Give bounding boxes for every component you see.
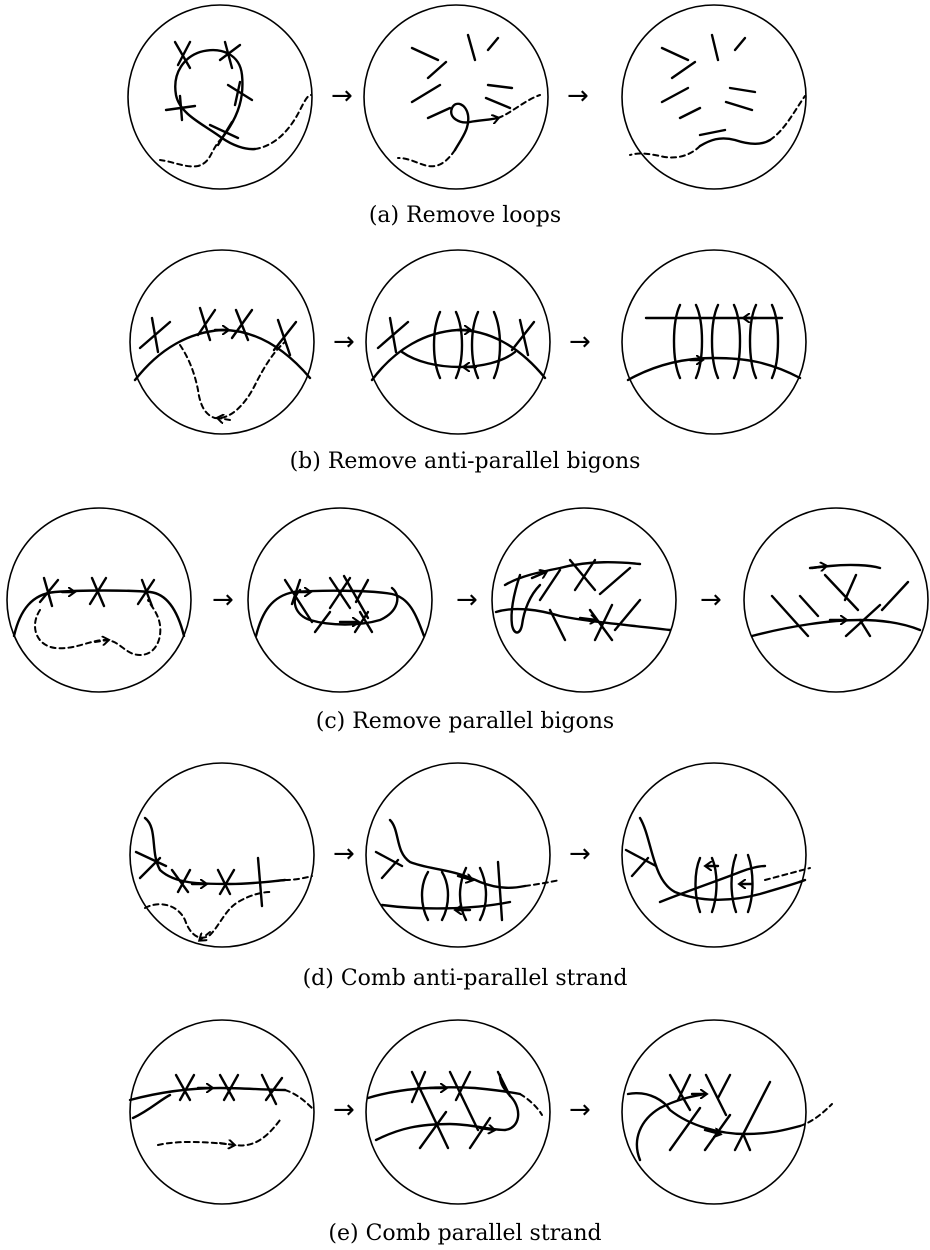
disk-a3 bbox=[621, 4, 807, 190]
disk-e2 bbox=[365, 1019, 551, 1205]
disk-b3 bbox=[621, 249, 807, 435]
caption-e: (e) Comb parallel strand bbox=[328, 1221, 601, 1246]
transition-arrow: → bbox=[700, 585, 722, 615]
caption-b: (b) Remove anti-parallel bigons bbox=[290, 449, 641, 474]
disk-d1 bbox=[129, 762, 315, 948]
transition-arrow: → bbox=[333, 1095, 355, 1125]
caption-d: (d) Comb anti-parallel strand bbox=[303, 966, 628, 991]
disk-a2 bbox=[363, 4, 549, 190]
transition-arrow: → bbox=[333, 839, 355, 869]
transition-arrow: → bbox=[569, 327, 591, 357]
row-c: → → → bbox=[6, 507, 929, 734]
row-e: → → (e) Comb parallel strand bbox=[128, 1019, 833, 1246]
caption-a: (a) Remove loops bbox=[369, 203, 561, 228]
transition-arrow: → bbox=[567, 81, 589, 111]
row-d: → → (d) Comb anti-parallel strand bbox=[129, 762, 811, 991]
transition-arrow: → bbox=[333, 327, 355, 357]
disk-b1 bbox=[129, 249, 315, 435]
disk-d3 bbox=[621, 762, 811, 948]
transition-arrow: → bbox=[456, 585, 478, 615]
row-a: → → (a) Remove loops bbox=[127, 4, 807, 228]
disk-e1 bbox=[128, 1019, 315, 1205]
transition-arrow: → bbox=[569, 1095, 591, 1125]
caption-c: (c) Remove parallel bigons bbox=[316, 709, 614, 734]
disk-c4 bbox=[743, 507, 929, 693]
row-b: → → (b) Remove anti-parallel bigons bbox=[129, 249, 807, 474]
transition-arrow: → bbox=[212, 585, 234, 615]
disk-c3 bbox=[491, 507, 677, 693]
disk-a1 bbox=[127, 4, 313, 190]
transition-arrow: → bbox=[569, 839, 591, 869]
disk-e3 bbox=[621, 1019, 833, 1205]
disk-c2 bbox=[247, 507, 433, 693]
disk-b2 bbox=[365, 249, 551, 435]
disk-c1 bbox=[6, 507, 192, 693]
disk-d2 bbox=[365, 762, 561, 948]
transition-arrow: → bbox=[331, 81, 353, 111]
